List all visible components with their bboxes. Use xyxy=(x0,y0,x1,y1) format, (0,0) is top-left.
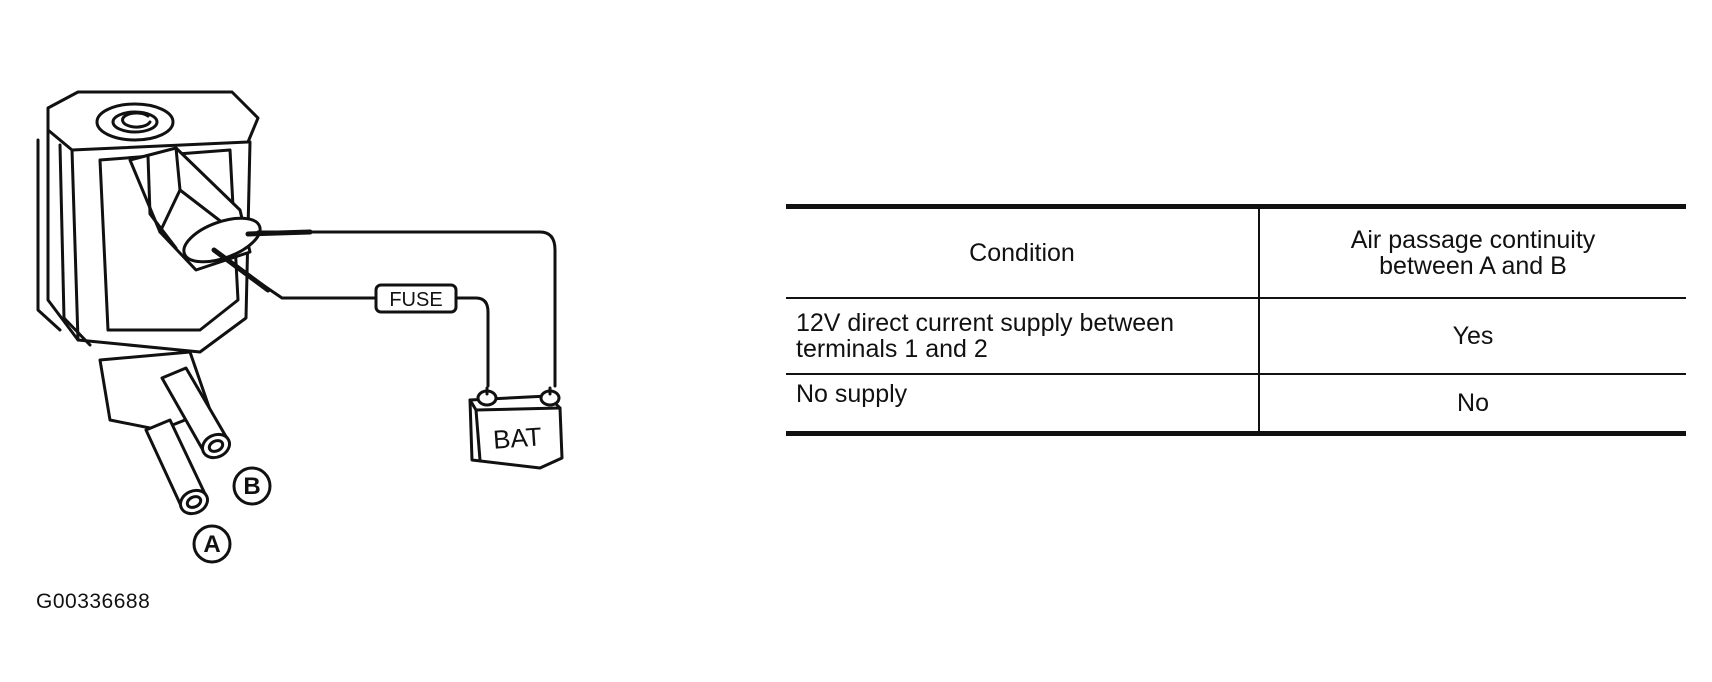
battery xyxy=(468,386,564,470)
condition-cell: 12V direct current supply between termin… xyxy=(786,298,1260,375)
battery-label: BAT xyxy=(492,421,543,454)
port-a-callout xyxy=(192,524,232,564)
fuse xyxy=(374,283,458,314)
fuse-label: FUSE xyxy=(389,289,442,311)
electrical-connector xyxy=(128,146,262,272)
result-cell: Yes xyxy=(1259,298,1686,375)
solenoid-valve-diagram: FUSE BAT B A xyxy=(36,90,564,564)
continuity-header: Air passage continuity between A and B xyxy=(1259,206,1686,299)
continuity-table: Condition Air passage continuity between… xyxy=(786,204,1686,436)
probe-pins xyxy=(211,229,313,293)
table-header-row: Condition Air passage continuity between… xyxy=(786,206,1686,299)
port-b-label: B xyxy=(243,473,260,500)
port-b-callout xyxy=(232,466,272,506)
table-row: 12V direct current supply between termin… xyxy=(786,298,1686,375)
condition-cell: No supply xyxy=(786,374,1260,434)
port-b-nozzle xyxy=(160,366,232,460)
port-a-nozzle xyxy=(144,418,210,516)
result-cell: No xyxy=(1457,388,1489,417)
port-a-label: A xyxy=(203,531,220,558)
figure-id: G00336688 xyxy=(36,590,151,613)
solenoid-valve-body xyxy=(36,90,260,354)
table-row: No supply No xyxy=(786,374,1686,434)
condition-header: Condition xyxy=(786,206,1260,299)
